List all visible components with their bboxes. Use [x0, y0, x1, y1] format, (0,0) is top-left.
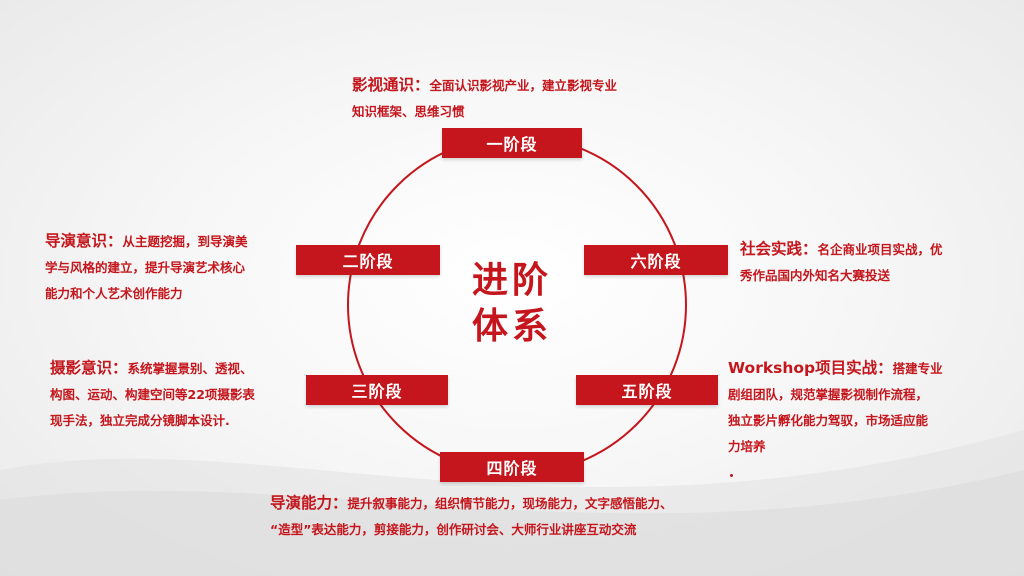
director-awareness-text-2: 学与风格的建立，提升导演艺术核心 [45, 260, 246, 275]
director-awareness-description: 导演意识：从主题挖掘，到导演美 学与风格的建立，提升导演艺术核心 能力和个人艺术… [45, 228, 315, 307]
film-literacy-text-2: 知识框架、思维习惯 [352, 104, 465, 119]
directing-ability-text-1: 提升叙事能力，组织情节能力，现场能力，文字感悟能力、 [347, 496, 673, 511]
camera-awareness-text-3: 现手法，独立完成分镜脚本设计. [50, 413, 230, 428]
workshop-text-1: 搭建专业 [892, 361, 943, 376]
social-practice-description: 社会实践：名企商业项目实战，优 秀作品国内外知名大赛投送 [740, 236, 990, 289]
directing-ability-heading: 导演能力： [270, 494, 348, 512]
directing-ability-text-2: “造型”表达能力，剪接能力，创作研讨会、大师行业讲座互动交流 [270, 522, 637, 537]
center-title: 进阶 体系 [457, 258, 567, 350]
director-awareness-text-3: 能力和个人艺术创作能力 [45, 286, 183, 301]
camera-awareness-text-2: 构图、运动、构建空间等22项摄影表 [50, 387, 255, 402]
film-literacy-heading: 影视通识： [352, 76, 430, 94]
workshop-text-3: 独立影片孵化能力驾驭，市场适应能 [728, 413, 929, 428]
workshop-heading: Workshop项目实战： [728, 359, 893, 377]
director-awareness-text-1: 从主题挖掘，到导演美 [122, 234, 248, 249]
social-practice-text-2: 秀作品国内外知名大赛投送 [740, 268, 891, 283]
decorative-dot [730, 474, 733, 477]
camera-awareness-description: 摄影意识：系统掌握景别、透视、 构图、运动、构建空间等22项摄影表 现手法，独立… [50, 355, 310, 434]
stage-3-label: 三阶段 [306, 375, 448, 405]
film-literacy-text-1: 全面认识影视产业，建立影视专业 [429, 78, 618, 93]
stage-4-label: 四阶段 [440, 452, 584, 482]
workshop-text-2: 剧组团队，规范掌握影视制作流程， [728, 387, 929, 402]
stage-1-label: 一阶段 [442, 128, 582, 158]
workshop-description: Workshop项目实战：搭建专业 剧组团队，规范掌握影视制作流程， 独立影片孵… [728, 355, 988, 460]
film-literacy-description: 影视通识：全面认识影视产业，建立影视专业 知识框架、思维习惯 [352, 72, 682, 125]
social-practice-text-1: 名企商业项目实战，优 [817, 242, 943, 257]
workshop-text-4: 力培养 [728, 439, 766, 454]
center-title-line2: 体系 [471, 306, 552, 347]
center-title-line1: 进阶 [471, 260, 552, 301]
stage-5-label: 五阶段 [576, 375, 718, 405]
directing-ability-description: 导演能力：提升叙事能力，组织情节能力，现场能力，文字感悟能力、 “造型”表达能力… [270, 490, 770, 543]
camera-awareness-heading: 摄影意识： [50, 359, 128, 377]
camera-awareness-text-1: 系统掌握景别、透视、 [127, 361, 253, 376]
stage-2-label: 二阶段 [296, 245, 440, 275]
director-awareness-heading: 导演意识： [45, 232, 123, 250]
social-practice-heading: 社会实践： [740, 240, 818, 258]
stage-6-label: 六阶段 [584, 245, 728, 275]
